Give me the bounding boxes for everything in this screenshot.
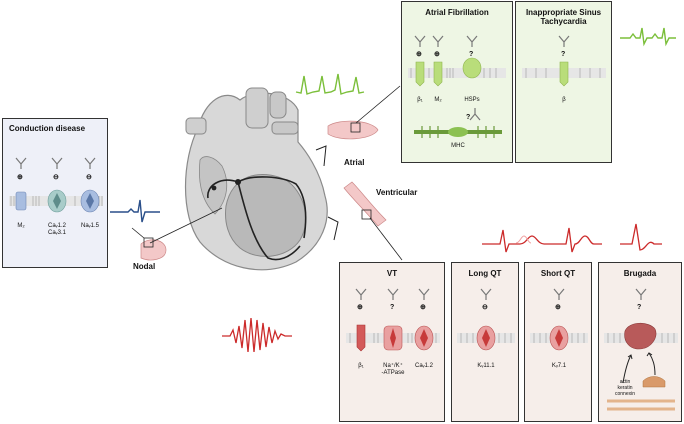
beta-receptor-icon	[559, 61, 569, 87]
panel-title: Short QT	[540, 269, 576, 278]
afib-sign-beta1: ⊕	[416, 51, 422, 58]
ist-sign: ?	[561, 51, 566, 58]
cytoskeleton-icon	[607, 376, 675, 411]
vt-label-atpase: Na⁺/K⁺ -ATPase	[381, 363, 405, 376]
panel-title: Long QT	[468, 269, 502, 278]
vt-panel: VT ⊕ ? ⊕ β₁ Na⁺/K⁺ -ATPase Caᵥ1.2	[339, 262, 445, 422]
hsp-protein-icon	[462, 57, 482, 79]
lqt-label: Kᵥ11.1	[477, 363, 495, 369]
conduction-label-2: Caᵥ1.2 Caᵥ3.1	[48, 223, 66, 236]
heart-illustration	[184, 87, 328, 271]
mhc-filament-icon	[414, 126, 502, 138]
vt-sign-cav: ⊕	[420, 304, 426, 311]
sqt-sign: ⊕	[555, 304, 561, 311]
lqt-sign: ⊖	[482, 304, 488, 311]
vt-label-cav: Caᵥ1.2	[415, 363, 433, 369]
ist-label-beta: β	[562, 97, 566, 103]
atrial-label: Atrial	[344, 158, 365, 167]
vt-sign-beta1: ⊕	[357, 304, 363, 311]
m2-receptor-icon	[15, 191, 27, 211]
ventricular-label: Ventricular	[376, 188, 418, 197]
long-qt-normal-trace	[515, 235, 532, 244]
conduction-disease-panel: Conduction disease ⊕ ⊖ ⊖ M₂ Caᵥ1.2 Caᵥ3.…	[2, 118, 108, 268]
protein-connexin: connexin	[614, 391, 635, 397]
conduction-label-1: M₂	[17, 223, 25, 229]
conduction-sign-2: ⊖	[53, 174, 59, 181]
panel-title: Conduction disease	[9, 124, 86, 133]
long-qt-ecg-trace	[482, 229, 554, 253]
afib-sign-mhc: ?	[466, 114, 471, 121]
vt-label-beta1: β₁	[358, 363, 364, 369]
protein-actin: actin	[619, 379, 631, 385]
panel-title-line2: Tachycardia	[540, 17, 587, 26]
atrial-tissue	[327, 120, 379, 140]
panel-title: VT	[386, 269, 398, 278]
membrane	[408, 68, 506, 78]
m2-receptor-icon	[433, 61, 443, 87]
beta1-receptor-icon	[415, 61, 425, 87]
short-qt-panel: Short QT ⊕ Kᵥ7.1	[524, 262, 592, 422]
beta1-receptor-icon	[356, 324, 366, 352]
brugada-sign: ?	[637, 304, 642, 311]
panel-title: Atrial Fibrillation	[425, 8, 489, 17]
atrial-fibrillation-panel: Atrial Fibrillation ⊕ ⊕ ? ?	[401, 1, 513, 163]
afib-label-hsp: HSPs	[464, 97, 480, 103]
atrial-ecg-trace	[295, 73, 365, 95]
afib-sign-hsp: ?	[469, 51, 474, 58]
afib-label-mhc: MHC	[451, 143, 465, 149]
panel-title: Brugada	[623, 269, 657, 278]
afib-label-m2: M₂	[434, 97, 442, 103]
conduction-sign-1: ⊕	[17, 174, 23, 181]
afib-label-beta1: β₁	[417, 97, 423, 103]
afib-sign-m2: ⊕	[434, 51, 440, 58]
vt-ecg-trace	[222, 317, 292, 353]
panel-title-line1: Inappropriate Sinus	[525, 8, 602, 17]
nodal-tissue	[140, 239, 167, 261]
protein-keratin: keratin	[617, 385, 633, 391]
ventricular-tissue	[343, 181, 387, 227]
brugada-panel: Brugada ? actin keratin connexin	[598, 262, 682, 422]
long-qt-panel: Long QT ⊖ Kᵥ11.1	[451, 262, 519, 422]
nodal-ecg-trace	[110, 199, 160, 223]
vt-sign-atpase: ?	[390, 304, 395, 311]
conduction-sign-3: ⊖	[86, 174, 92, 181]
ist-panel: Inappropriate Sinus Tachycardia ? β	[515, 1, 612, 163]
nodal-label: Nodal	[133, 262, 156, 271]
conduction-label-3: Naᵥ1.5	[81, 223, 99, 229]
damaged-channel-icon	[624, 322, 657, 350]
ist-ecg-trace	[620, 27, 676, 47]
brugada-ecg-trace	[620, 223, 662, 251]
short-qt-ecg-trace	[554, 227, 602, 253]
sqt-label: Kᵥ7.1	[551, 363, 567, 369]
